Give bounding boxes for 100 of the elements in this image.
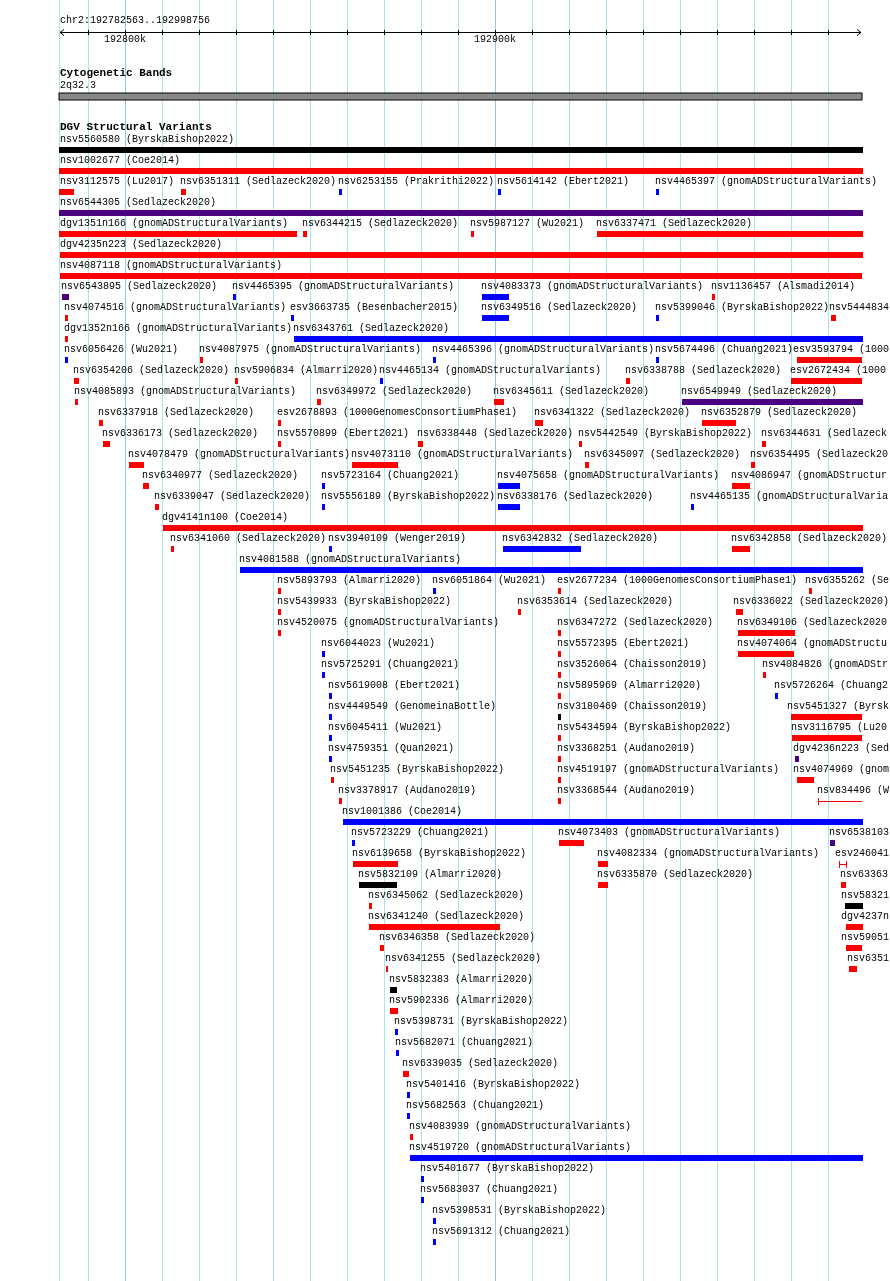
variant-label: nsv6051864 (Wu2021): [432, 575, 547, 587]
variant-label: nsv4078479 (gnomADStructuralVariants): [128, 449, 351, 461]
variant-label: nsv4085893 (gnomADStructuralVariants): [74, 386, 297, 398]
variant-label: nsv6544305 (Sedlazeck2020): [60, 197, 217, 209]
variant-label: nsv834496 (W: [817, 785, 889, 797]
variant-label: nsv6349106 (Sedlazeck2020: [737, 617, 888, 629]
variant-label: nsv6347272 (Sedlazeck2020): [557, 617, 714, 629]
variant-label: nsv6352879 (Sedlazeck2020): [701, 407, 858, 419]
variant-label: nsv4073110 (gnomADStructuralVariants): [351, 449, 574, 461]
variant-label: nsv6341255 (Sedlazeck2020): [385, 953, 542, 965]
variant-label: nsv6341240 (Sedlazeck2020): [368, 911, 525, 923]
variant-label: nsv5893793 (Almarri2020): [277, 575, 422, 587]
variant-label: nsv4084826 (gnomADStr: [762, 659, 889, 671]
variant-label: nsv5723164 (Chuang2021): [321, 470, 460, 482]
variant-label: nsv5987127 (Wu2021): [470, 218, 585, 230]
variant-label: dgv4236n223 (Sed: [793, 743, 889, 755]
variant-label: nsv4082334 (gnomADStructuralVariants): [597, 848, 820, 860]
variant-label: nsv4075658 (gnomADStructuralVariants): [497, 470, 720, 482]
variant-label: nsv5895969 (Almarri2020): [557, 680, 702, 692]
variant-label: nsv6139658 (ByrskaBishop2022): [352, 848, 527, 860]
variant-label: nsv5614142 (Ebert2021): [497, 176, 630, 188]
variant-label: nsv6351311 (Sedlazeck2020): [180, 176, 337, 188]
variant-label: nsv6344631 (Sedlazeck: [761, 428, 888, 440]
variant-label: nsv6339035 (Sedlazeck2020): [402, 1058, 559, 1070]
variant-label: nsv6543895 (Sedlazeck2020): [61, 281, 218, 293]
tick-label: 192800k: [104, 34, 146, 46]
variant-label: nsv4083373 (gnomADStructuralVariants): [481, 281, 704, 293]
variant-label: nsv3180469 (Chaisson2019): [557, 701, 708, 713]
variant-label: nsv4465397 (gnomADStructuralVariants): [655, 176, 878, 188]
variant-label: nsv4519197 (gnomADStructuralVariants): [557, 764, 780, 776]
variant-label: nsv3378917 (Audano2019): [338, 785, 477, 797]
variant-label: nsv6355262 (Se: [805, 575, 889, 587]
variant-label: nsv5902336 (Almarri2020): [389, 995, 534, 1007]
variant-label: nsv4074969 (gnom: [793, 764, 889, 776]
variant-label: nsv4073403 (gnomADStructuralVariants): [558, 827, 781, 839]
variant-label: nsv5570899 (Ebert2021): [277, 428, 410, 440]
variant-label: nsv6045411 (Wu2021): [328, 722, 443, 734]
tick-label: 192900k: [474, 34, 516, 46]
variant-label: nsv6339047 (Sedlazeck2020): [154, 491, 311, 503]
variant-label: nsv6253155 (Prakrithi2022): [338, 176, 495, 188]
variant-label: nsv5560580 (ByrskaBishop2022): [60, 134, 235, 146]
variant-label: dgv4141n100 (Coe2014): [162, 512, 289, 524]
variant-label: nsv5619008 (Ebert2021): [328, 680, 461, 692]
variant-label: nsv59051: [841, 932, 889, 944]
variant-label: nsv4087975 (gnomADStructuralVariants): [199, 344, 422, 356]
variant-label: nsv6538103: [829, 827, 889, 839]
variant-label: nsv6345097 (Sedlazeck2020): [584, 449, 741, 461]
variant-label: dgv1352n166 (gnomADStructuralVariants): [64, 323, 293, 335]
variant-label: nsv5401677 (ByrskaBishop2022): [420, 1163, 595, 1175]
variant-label: nsv5682563 (Chuang2021): [406, 1100, 545, 1112]
variant-label: nsv4074516 (gnomADStructuralVariants): [64, 302, 287, 314]
variant-label: esv246041: [835, 848, 889, 860]
variant-label: nsv4087118 (gnomADStructuralVariants): [60, 260, 283, 272]
variant-label: nsv6345062 (Sedlazeck2020): [368, 890, 525, 902]
variant-label: nsv63363: [840, 869, 888, 881]
variant-label: dgv1351n166 (gnomADStructuralVariants): [60, 218, 289, 230]
variant-label: nsv5832383 (Almarri2020): [389, 974, 534, 986]
variant-label: nsv6338176 (Sedlazeck2020): [497, 491, 654, 503]
variant-label: nsv5572395 (Ebert2021): [557, 638, 690, 650]
variant-label: nsv6344215 (Sedlazeck2020): [302, 218, 459, 230]
variant-label: esv2678893 (1000GenomesConsortiumPhase1): [277, 407, 518, 419]
variant-label: nsv4519720 (gnomADStructuralVariants): [409, 1142, 632, 1154]
variant-label: nsv5725291 (Chuang2021): [321, 659, 460, 671]
variant-label: nsv6349972 (Sedlazeck2020): [316, 386, 473, 398]
variant-label: nsv5401416 (ByrskaBishop2022): [406, 1079, 581, 1091]
variant-label: nsv1001386 (Coe2014): [342, 806, 463, 818]
variant-label: nsv6337918 (Sedlazeck2020): [98, 407, 255, 419]
variant-label: nsv6337471 (Sedlazeck2020): [596, 218, 753, 230]
variant-label: nsv5691312 (Chuang2021): [432, 1226, 571, 1238]
variant-label: nsv5451235 (ByrskaBishop2022): [330, 764, 505, 776]
variant-label: nsv4465134 (gnomADStructuralVariants): [379, 365, 602, 377]
variant-label: nsv4081588 (gnomADStructuralVariants): [239, 554, 462, 566]
variant-label: nsv6341060 (Sedlazeck2020): [170, 533, 327, 545]
variant-label: nsv6351: [847, 953, 889, 965]
variant-label: nsv6056426 (Wu2021): [64, 344, 179, 356]
variant-label: esv3593794 (1000: [793, 344, 889, 356]
variant-label: nsv4086947 (gnomADStructur: [731, 470, 888, 482]
band-label: 2q32.3: [60, 80, 96, 92]
variant-label: esv2677234 (1000GenomesConsortiumPhase1): [557, 575, 798, 587]
variant-label: nsv6338448 (Sedlazeck2020): [417, 428, 574, 440]
variant-label: nsv4074064 (gnomADStructu: [737, 638, 888, 650]
variant-label: nsv3116795 (Lu20: [791, 722, 887, 734]
variant-label: nsv6336022 (Sedlazeck2020): [732, 596, 889, 608]
variant-label: nsv6349516 (Sedlazeck2020): [481, 302, 638, 314]
variant-label: nsv6549949 (Sedlazeck2020): [681, 386, 838, 398]
variant-label: nsv6346358 (Sedlazeck2020): [379, 932, 536, 944]
variant-label: nsv6343761 (Sedlazeck2020): [293, 323, 450, 335]
variant-label: nsv5906834 (Almarri2020): [234, 365, 379, 377]
variant-label: nsv5444834: [829, 302, 889, 314]
variant-label: nsv5683037 (Chuang2021): [420, 1184, 559, 1196]
track-heading: DGV Structural Variants: [60, 121, 212, 133]
variant-label: nsv6336173 (Sedlazeck2020): [102, 428, 259, 440]
variant-label: nsv6340977 (Sedlazeck2020): [142, 470, 299, 482]
variant-label: nsv4465396 (gnomADStructuralVariants): [432, 344, 655, 356]
variant-label: nsv5832109 (Almarri2020): [358, 869, 503, 881]
variant-label: dgv4237n: [841, 911, 889, 923]
variant-label: nsv3112575 (Lu2017): [60, 176, 175, 188]
variant-label: nsv5439933 (ByrskaBishop2022): [277, 596, 452, 608]
coordinate-label: chr2:192782563..192998756: [60, 15, 211, 27]
variant-label: nsv6345611 (Sedlazeck2020): [493, 386, 650, 398]
